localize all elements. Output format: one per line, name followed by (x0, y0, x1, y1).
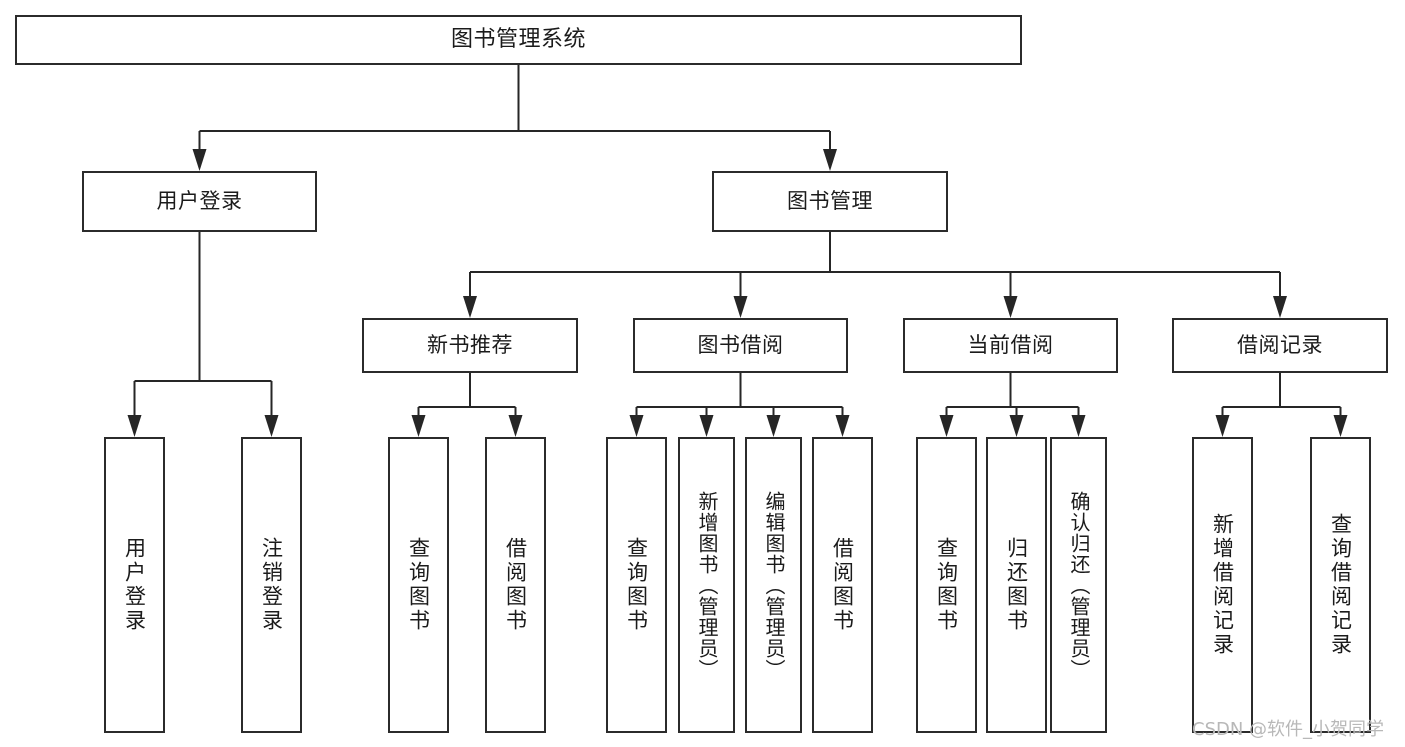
node-book-manage-label: 图书管理 (787, 189, 873, 214)
leaf-query-record[interactable]: 查询借阅记录 (1310, 437, 1371, 733)
node-current-borrow[interactable]: 当前借阅 (903, 318, 1118, 373)
node-user-login-label: 用户登录 (156, 189, 243, 214)
leaf-borrow-book-2-label: 借阅图书 (830, 537, 855, 633)
node-user-login[interactable]: 用户登录 (82, 171, 317, 232)
leaf-query-book-3-label: 查询图书 (934, 537, 959, 633)
watermark: CSDN @软件_小贺同学 (1192, 719, 1385, 740)
leaf-logout[interactable]: 注销登录 (241, 437, 302, 733)
node-root-label: 图书管理系统 (450, 27, 586, 53)
node-new-book-recommend[interactable]: 新书推荐 (362, 318, 578, 373)
node-book-manage[interactable]: 图书管理 (712, 171, 948, 232)
leaf-user-login-label: 用户登录 (122, 537, 147, 633)
leaf-add-book-label: 新增图书（管理员） (695, 490, 719, 680)
leaf-edit-book[interactable]: 编辑图书（管理员） (745, 437, 802, 733)
leaf-query-book-3[interactable]: 查询图书 (916, 437, 977, 733)
leaf-return-book-label: 归还图书 (1004, 537, 1029, 633)
leaf-query-book-2[interactable]: 查询图书 (606, 437, 667, 733)
leaf-borrow-book-2[interactable]: 借阅图书 (812, 437, 873, 733)
node-borrow-record[interactable]: 借阅记录 (1172, 318, 1388, 373)
leaf-add-record[interactable]: 新增借阅记录 (1192, 437, 1253, 733)
leaf-edit-book-label: 编辑图书（管理员） (762, 490, 786, 680)
leaf-borrow-book-1[interactable]: 借阅图书 (485, 437, 546, 733)
leaf-query-record-label: 查询借阅记录 (1328, 513, 1353, 657)
leaf-add-record-label: 新增借阅记录 (1210, 513, 1235, 657)
leaf-return-book[interactable]: 归还图书 (986, 437, 1047, 733)
node-root[interactable]: 图书管理系统 (15, 15, 1022, 65)
leaf-confirm-return-label: 确认归还（管理员） (1067, 490, 1091, 680)
leaf-borrow-book-1-label: 借阅图书 (503, 537, 528, 633)
leaf-query-book-2-label: 查询图书 (624, 537, 649, 633)
leaf-confirm-return[interactable]: 确认归还（管理员） (1050, 437, 1107, 733)
node-borrow-record-label: 借阅记录 (1237, 333, 1323, 358)
leaf-query-book-1[interactable]: 查询图书 (388, 437, 449, 733)
node-current-borrow-label: 当前借阅 (967, 333, 1054, 358)
leaf-logout-label: 注销登录 (259, 537, 284, 633)
leaf-user-login[interactable]: 用户登录 (104, 437, 165, 733)
leaf-query-book-1-label: 查询图书 (406, 537, 431, 633)
node-book-borrow-label: 图书借阅 (697, 333, 784, 358)
node-book-borrow[interactable]: 图书借阅 (633, 318, 848, 373)
leaf-add-book[interactable]: 新增图书（管理员） (678, 437, 735, 733)
node-new-book-recommend-label: 新书推荐 (427, 333, 513, 358)
